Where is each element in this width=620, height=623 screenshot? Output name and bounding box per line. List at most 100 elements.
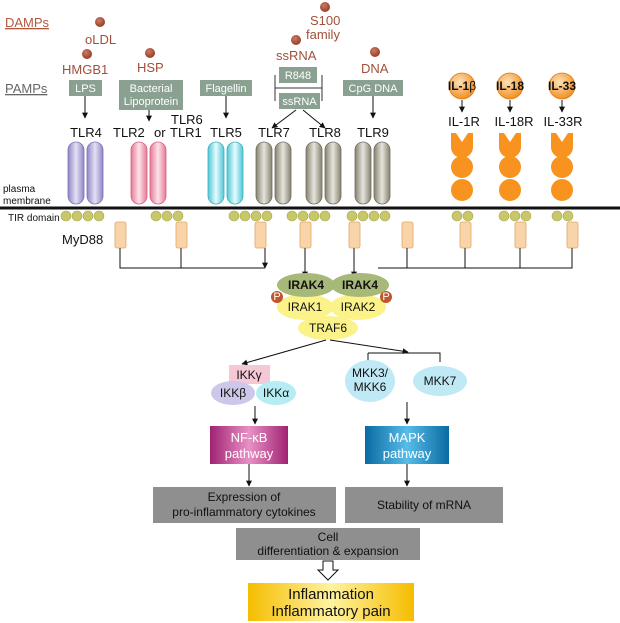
cell-box	[236, 528, 420, 560]
irak1-ellipse	[277, 294, 333, 320]
damp-dna: DNA	[361, 61, 389, 76]
ikk-gamma: IKKγ	[236, 368, 261, 382]
label-tlr9: TLR9	[357, 125, 389, 140]
stability-box	[345, 487, 503, 523]
expression-box	[153, 487, 336, 523]
mkk7-ellipse	[413, 366, 467, 396]
inflammation-line2: Inflammatory pain	[271, 603, 390, 620]
receptor-tlr7	[255, 141, 292, 205]
receptor-il18r	[499, 133, 521, 201]
pamp-ssrna: ssRNA	[282, 96, 317, 108]
ikk-alpha: IKKα	[263, 386, 289, 400]
myd88-connectors	[119, 248, 573, 269]
irak1: IRAK1	[288, 300, 323, 314]
pamp-bacterial-line1: Bacterial	[130, 83, 173, 95]
cell-line2: differentiation & expansion	[257, 544, 398, 558]
phospho-left: P	[273, 291, 280, 303]
phospho-badge-left	[271, 291, 283, 303]
damp-dot-ssrna	[291, 35, 301, 45]
ikk-beta: IKKβ	[220, 386, 246, 400]
stability: Stability of mRNA	[377, 498, 471, 512]
damp-dot-s100	[320, 2, 330, 12]
arrow-traf6-ikk	[241, 339, 327, 366]
damp-dot-hsp	[145, 48, 155, 58]
irak4-left: IRAK4	[288, 278, 324, 292]
expression-line1: Expression of	[208, 490, 281, 504]
pamp-bacterial-line2: Lipoprotein	[124, 96, 178, 108]
pamp-flagellin: Flagellin	[206, 83, 247, 95]
cytokine-il18-ball	[496, 72, 524, 100]
mapk-pathway-box	[365, 426, 449, 464]
damp-ssrna: ssRNA	[276, 48, 317, 63]
pamp-cpg: CpG DNA	[349, 83, 399, 95]
cytokine-il33-ball	[548, 72, 576, 100]
nfkb-line1: NF-κB	[231, 430, 268, 445]
irak4-right-ellipse	[331, 273, 389, 297]
receptor-label-il1r: IL-1R	[448, 114, 480, 129]
pamp-box-lps	[69, 80, 102, 96]
pamp-box-cpg	[343, 80, 403, 96]
traf6: TRAF6	[309, 321, 347, 335]
label-or: or	[154, 125, 166, 140]
receptor-label-il18r: IL-18R	[494, 114, 533, 129]
nfkb-pathway-box	[210, 426, 288, 464]
nfkb-line2: pathway	[225, 446, 274, 461]
membrane-label: membrane	[3, 196, 51, 207]
irak4-right: IRAK4	[342, 278, 378, 292]
mkk36-line2: MKK6	[354, 380, 387, 394]
mapk-line2: pathway	[383, 446, 432, 461]
mkk36-line1: MKK3/	[352, 366, 389, 380]
inflammation-box	[248, 583, 414, 621]
pamp-box-r848	[279, 67, 317, 83]
irak2-ellipse	[330, 294, 386, 320]
receptor-tlr9	[354, 141, 391, 205]
traf6-ellipse	[298, 316, 358, 340]
receptor-il1r	[451, 133, 473, 201]
damp-hmgb1: HMGB1	[62, 62, 108, 77]
hollow-arrow	[316, 560, 340, 581]
mkk7: MKK7	[424, 374, 457, 388]
mapk-line1: MAPK	[389, 430, 426, 445]
pamp-r848: R848	[285, 70, 311, 82]
label-tlr8: TLR8	[309, 125, 341, 140]
mapk-branch-line	[368, 352, 441, 362]
myd88-adaptors	[114, 221, 579, 249]
receptor-tlr4	[67, 141, 104, 205]
irak2: IRAK2	[341, 300, 376, 314]
receptor-tlr2	[130, 141, 167, 205]
label-tlr6: TLR6	[171, 112, 203, 127]
ikk-gamma-box	[229, 365, 270, 384]
cytokine-il1b-ball	[448, 72, 476, 100]
expression-line2: pro-inflammatory cytokines	[172, 505, 315, 519]
label-tlr7: TLR7	[258, 125, 290, 140]
tir-domain-dots	[60, 210, 574, 222]
damp-hsp: HSP	[137, 60, 164, 75]
receptor-tlr8	[305, 141, 342, 205]
receptor-label-il33r: IL-33R	[543, 114, 582, 129]
receptor-il33r	[551, 133, 573, 201]
damp-dot-oldl	[95, 17, 105, 27]
tir-domain-label: TIR domain	[8, 213, 60, 224]
label-tlr4: TLR4	[70, 125, 102, 140]
myd88-label: MyD88	[62, 232, 103, 247]
cytokine-il18: IL-18	[496, 79, 524, 93]
phospho-right: P	[382, 291, 389, 303]
phospho-badge-right	[380, 291, 392, 303]
pamp-box-bacterial	[119, 80, 183, 110]
label-tlr5: TLR5	[210, 125, 242, 140]
pamp-box-flagellin	[200, 80, 252, 96]
label-tlr1: TLR1	[170, 125, 202, 140]
damp-dot-dna	[370, 47, 380, 57]
mkk36-ellipse	[345, 360, 395, 402]
cytokine-il33: IL-33	[548, 79, 576, 93]
cell-line1: Cell	[318, 530, 339, 544]
arrow-ssrna-tlr8	[302, 109, 326, 129]
receptor-tlr5	[207, 141, 244, 205]
label-tlr2: TLR2	[113, 125, 145, 140]
r848-ssrna-bracket	[274, 75, 323, 101]
cytokine-il1b: IL-1β	[448, 79, 476, 93]
irak4-left-ellipse	[277, 273, 335, 297]
damp-dot-hmgb1	[82, 49, 92, 59]
ikk-alpha-ellipse	[256, 381, 296, 405]
